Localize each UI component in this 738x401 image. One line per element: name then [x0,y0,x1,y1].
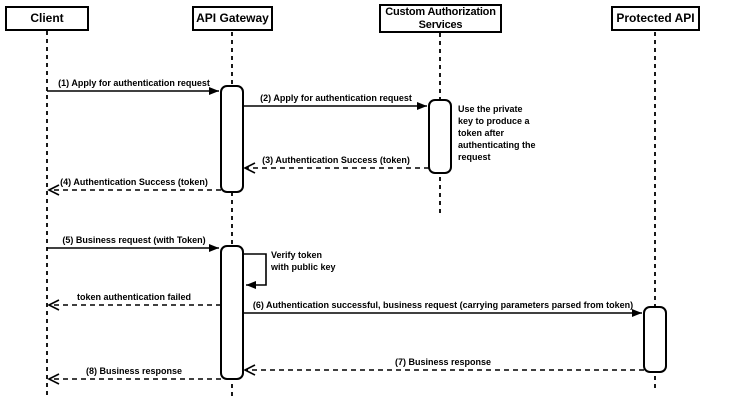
participant-box-protected-api: Protected API [611,6,700,31]
activation-bar-api-gateway-1 [220,85,244,193]
participant-box-api-gateway: API Gateway [192,6,273,31]
self-message-label-verify-token: Verify token with public key [271,250,336,272]
message-label-1: (1) Apply for authentication request [58,78,210,88]
message-label-4: (4) Authentication Success (token) [60,177,208,187]
activation-bar-protected-api [643,306,667,373]
participant-label-api-gateway: API Gateway [196,10,269,25]
participant-box-client: Client [5,6,89,31]
message-label-6: (6) Authentication successful, business … [252,300,634,310]
participant-label-client: Client [30,10,64,25]
message-label-7: (7) Business response [394,357,492,367]
participant-label-custom-authorization-services: Custom Authorization Services [385,6,496,31]
message-label-2: (2) Apply for authentication request [260,93,412,103]
message-label-3: (3) Authentication Success (token) [262,155,410,165]
participant-label-protected-api: Protected API [616,10,695,25]
self-message-arrow-verify-token [243,253,267,289]
activation-bar-custom-authorization-services [428,99,452,174]
note-private-key: Use the private key to produce a token a… [458,104,536,162]
message-label-token-failed: token authentication failed [76,292,192,302]
participant-box-custom-authorization-services: Custom Authorization Services [379,4,502,33]
message-label-5: (5) Business request (with Token) [62,235,206,245]
message-label-8: (8) Business response [85,366,183,376]
activation-bar-api-gateway-2 [220,245,244,380]
